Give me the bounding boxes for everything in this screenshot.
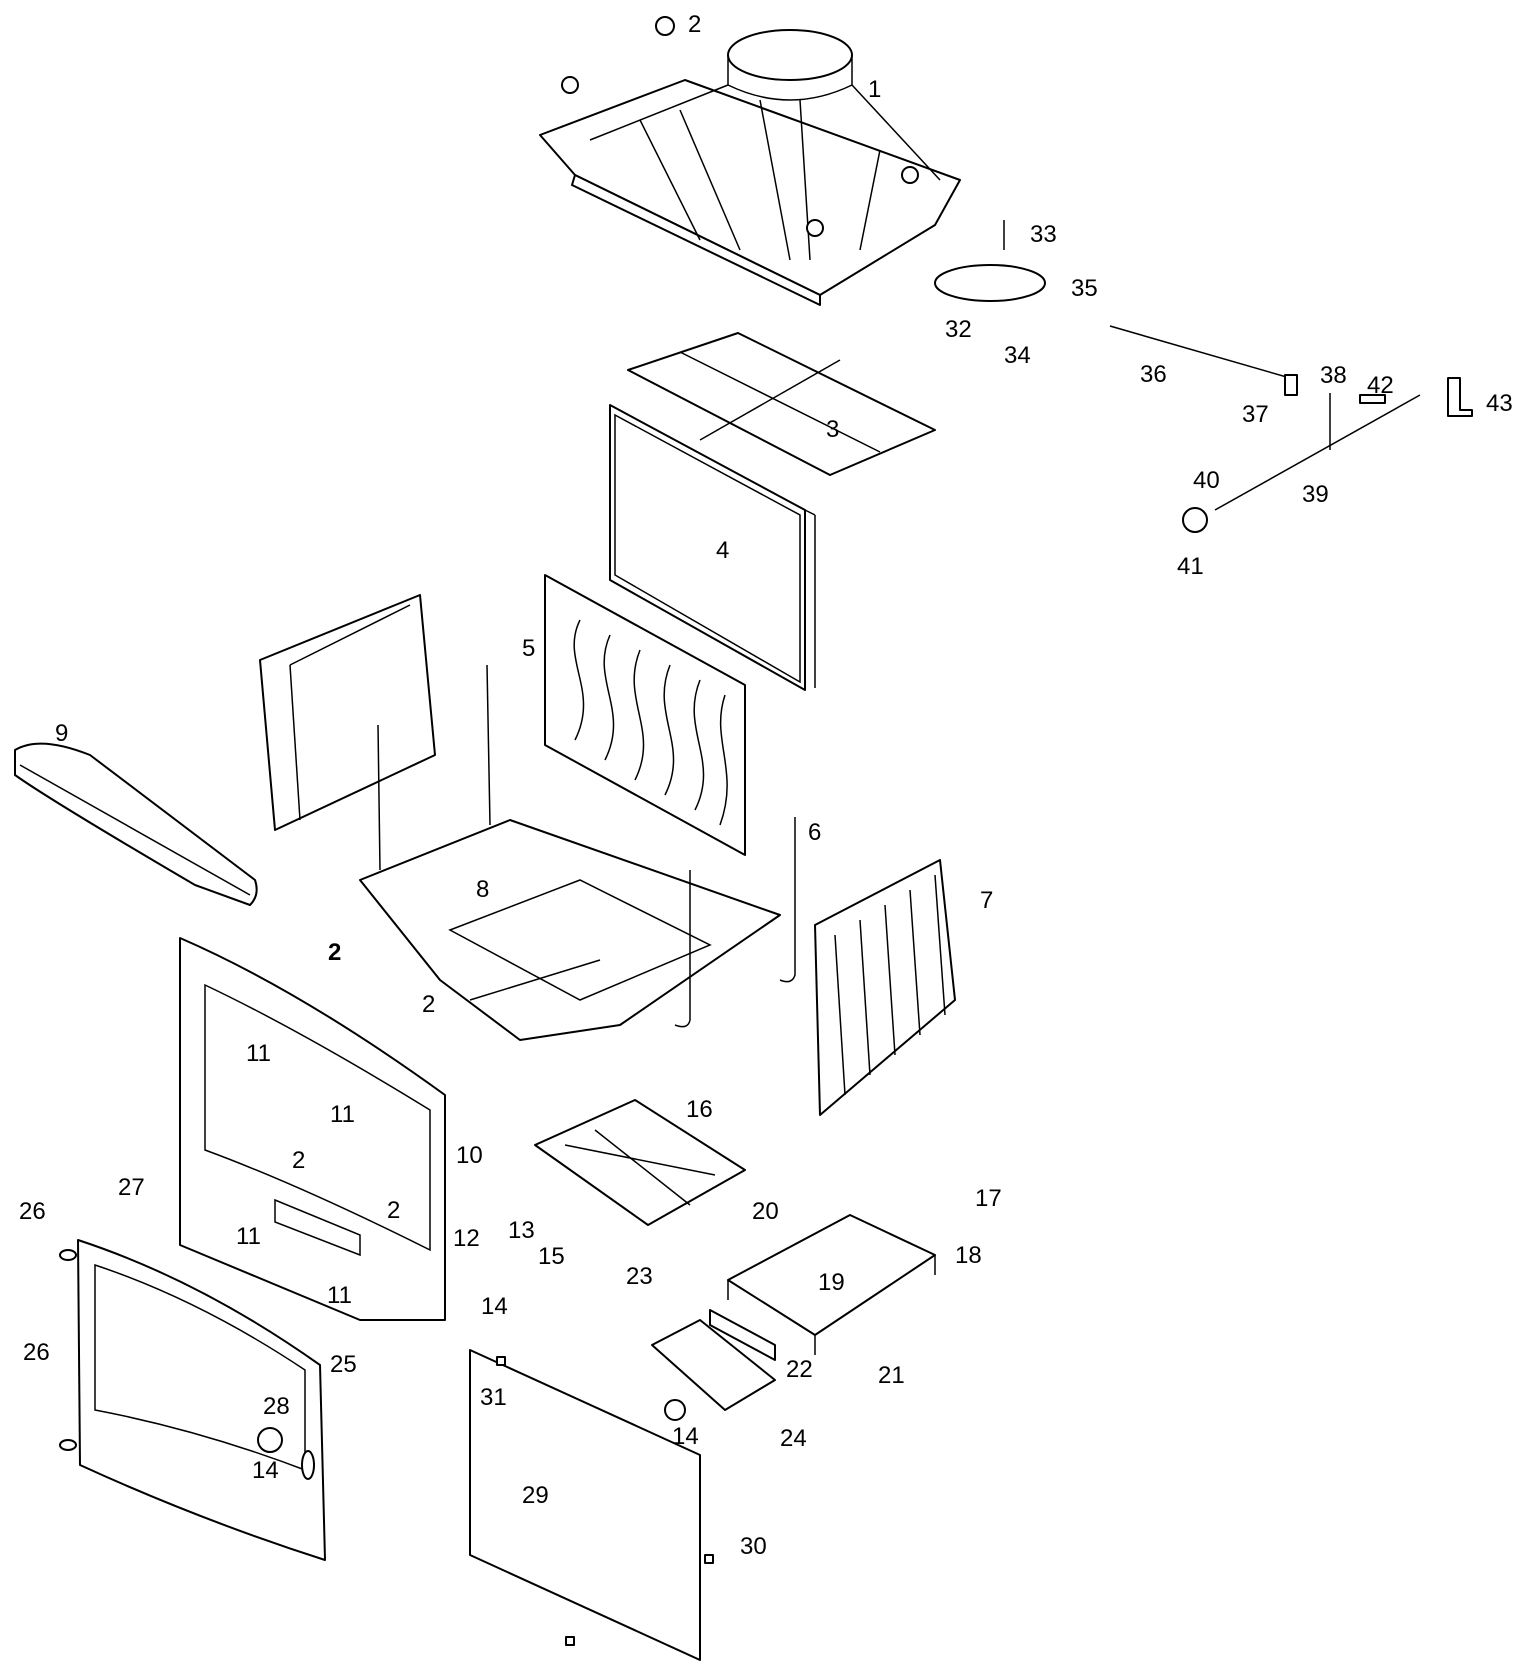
nut-part bbox=[655, 16, 675, 36]
callout-39: 39 bbox=[1302, 481, 1329, 508]
callout-26: 26 bbox=[19, 1198, 46, 1225]
callout-8: 8 bbox=[476, 876, 489, 903]
damper-assembly-parts bbox=[934, 220, 1473, 533]
callout-25: 25 bbox=[330, 1351, 357, 1378]
front-frame-part bbox=[179, 937, 446, 1321]
callout-14: 14 bbox=[672, 1423, 699, 1450]
callout-37: 37 bbox=[1242, 401, 1269, 428]
callout-11: 11 bbox=[330, 1101, 355, 1128]
callout-7: 7 bbox=[980, 887, 993, 914]
callout-16: 16 bbox=[686, 1096, 713, 1123]
glass-panel-part bbox=[469, 1349, 714, 1661]
callout-11: 11 bbox=[236, 1223, 261, 1250]
callout-28: 28 bbox=[263, 1393, 290, 1420]
callout-2: 2 bbox=[422, 991, 435, 1018]
air-control-part bbox=[651, 1309, 776, 1421]
callout-19: 19 bbox=[818, 1269, 845, 1296]
callout-18: 18 bbox=[955, 1242, 982, 1269]
callout-4: 4 bbox=[716, 537, 729, 564]
callout-23: 23 bbox=[626, 1263, 653, 1290]
callout-14: 14 bbox=[481, 1293, 508, 1320]
flame-plate-part bbox=[544, 574, 746, 856]
callout-40: 40 bbox=[1193, 467, 1220, 494]
callout-2: 2 bbox=[387, 1197, 400, 1224]
callout-6: 6 bbox=[808, 819, 821, 846]
callout-17: 17 bbox=[975, 1185, 1002, 1212]
callout-12: 12 bbox=[453, 1225, 480, 1252]
left-side-panel-part bbox=[259, 594, 436, 831]
callout-11: 11 bbox=[246, 1040, 271, 1067]
callout-1: 1 bbox=[868, 76, 881, 103]
callout-9: 9 bbox=[55, 720, 68, 747]
callout-41: 41 bbox=[1177, 553, 1204, 580]
back-panel-part bbox=[609, 404, 816, 691]
callout-2: 2 bbox=[688, 11, 701, 38]
callout-35: 35 bbox=[1071, 275, 1098, 302]
ash-pan-part bbox=[727, 1214, 936, 1355]
callout-3: 3 bbox=[826, 416, 839, 443]
callout-22: 22 bbox=[786, 1356, 813, 1383]
front-top-trim-part bbox=[14, 742, 258, 906]
callout-30: 30 bbox=[740, 1533, 767, 1560]
callout-29: 29 bbox=[522, 1482, 549, 1509]
callout-27: 27 bbox=[118, 1174, 145, 1201]
callout-33: 33 bbox=[1030, 221, 1057, 248]
callout-24: 24 bbox=[780, 1425, 807, 1452]
callout-14: 14 bbox=[252, 1457, 279, 1484]
grate-part bbox=[534, 1099, 746, 1226]
callout-32: 32 bbox=[945, 316, 972, 343]
callout-34: 34 bbox=[1004, 342, 1031, 369]
top-casting-part bbox=[539, 29, 961, 306]
callout-26: 26 bbox=[23, 1339, 50, 1366]
callout-5: 5 bbox=[522, 635, 535, 662]
callout-42: 42 bbox=[1367, 372, 1394, 399]
callout-13: 13 bbox=[508, 1217, 535, 1244]
baffle-plate-part bbox=[627, 332, 936, 476]
callout-2: 2 bbox=[292, 1147, 305, 1174]
callout-10: 10 bbox=[456, 1142, 483, 1169]
callout-43: 43 bbox=[1486, 390, 1513, 417]
callout-21: 21 bbox=[878, 1362, 905, 1389]
firebox-base-part bbox=[359, 819, 781, 1041]
rod-part bbox=[377, 664, 796, 1028]
door-part bbox=[59, 1239, 326, 1561]
callout-31: 31 bbox=[480, 1384, 507, 1411]
callout-15: 15 bbox=[538, 1243, 565, 1270]
callout-labels: 1 2 2 2 2 2 3 4 5 6 7 8 9 10 11 11 11 11… bbox=[19, 11, 1513, 1560]
right-side-panel-part bbox=[814, 859, 956, 1116]
callout-20: 20 bbox=[752, 1198, 779, 1225]
callout-36: 36 bbox=[1140, 361, 1167, 388]
callout-38: 38 bbox=[1320, 362, 1347, 389]
callout-11: 11 bbox=[327, 1282, 352, 1309]
callout-2: 2 bbox=[328, 939, 341, 966]
